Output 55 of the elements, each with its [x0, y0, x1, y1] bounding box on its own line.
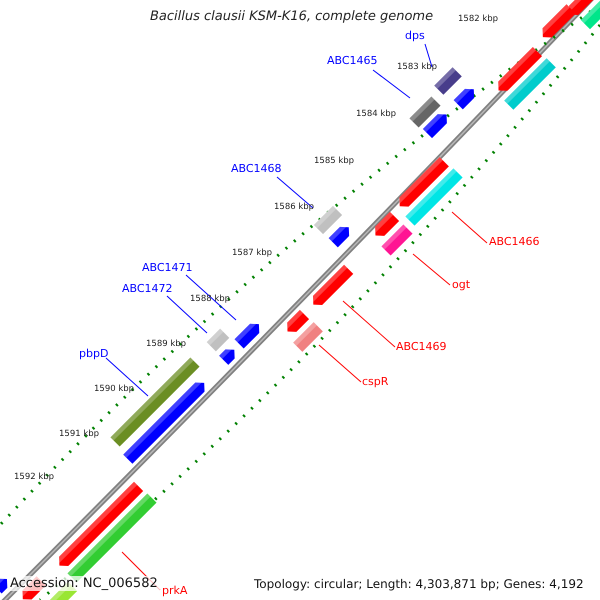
gene-feature [422, 113, 447, 138]
gene-label: pbpD [79, 348, 108, 359]
gene-feature [219, 348, 235, 365]
leader-line [412, 254, 450, 286]
gene-feature [293, 322, 323, 352]
tick-label: 1588 kbp [190, 295, 230, 304]
tick-label: 1592 kbp [14, 473, 54, 482]
gene-label: dps [405, 30, 425, 41]
gene-feature [580, 0, 600, 30]
leader-line [318, 344, 362, 382]
gene-feature [234, 322, 260, 348]
leader-line [342, 300, 396, 348]
tick-label: 1582 kbp [458, 15, 498, 24]
gene-feature [541, 4, 576, 38]
gene-label: ABC1472 [122, 283, 173, 294]
gene-feature [314, 206, 342, 234]
leader-line [424, 44, 432, 68]
gene-feature [504, 58, 556, 110]
leader-line [106, 358, 148, 396]
tick-label: 1584 kbp [356, 110, 396, 118]
gene-feature [409, 96, 441, 128]
leader-line [186, 274, 236, 320]
gene-label: ABC1469 [396, 341, 447, 352]
tick-label: 1591 kbp [59, 430, 100, 438]
gene-feature [381, 224, 413, 256]
tick-label: 1590 kbp [94, 385, 134, 394]
tick-label: 1589 kbp [146, 340, 186, 348]
gene-feature [206, 328, 230, 352]
gene-feature [398, 157, 449, 207]
gene-feature [497, 46, 542, 91]
leader-line [166, 296, 208, 334]
leader-line [452, 212, 488, 244]
gene-feature [286, 310, 310, 332]
map-title: Bacillus clausii KSM-K16, complete genome [150, 10, 434, 23]
gene-label: prkA [162, 585, 188, 596]
gene-label: ogt [452, 279, 470, 290]
gene-label: ABC1471 [142, 262, 193, 273]
gene-feature [312, 264, 354, 306]
gene-feature [405, 168, 463, 226]
gene-label: ABC1466 [489, 236, 540, 247]
tick-label: 1587 kbp [232, 249, 272, 258]
leader-line [372, 70, 410, 98]
gene-feature [568, 0, 596, 15]
gene-feature [328, 226, 350, 248]
gene-label: ABC1468 [231, 163, 282, 174]
gene-label: ABC1465 [327, 55, 378, 66]
tick-label: 1583 kbp [397, 63, 438, 72]
gene-feature [374, 212, 400, 236]
tick-label: 1585 kbp [314, 157, 354, 166]
gene-feature [0, 578, 8, 594]
gene-feature [58, 482, 144, 566]
gene-feature [454, 88, 474, 110]
gene-label: cspR [362, 376, 388, 387]
leader-line [276, 176, 314, 208]
tick-label: 1586 kbp [274, 203, 314, 212]
